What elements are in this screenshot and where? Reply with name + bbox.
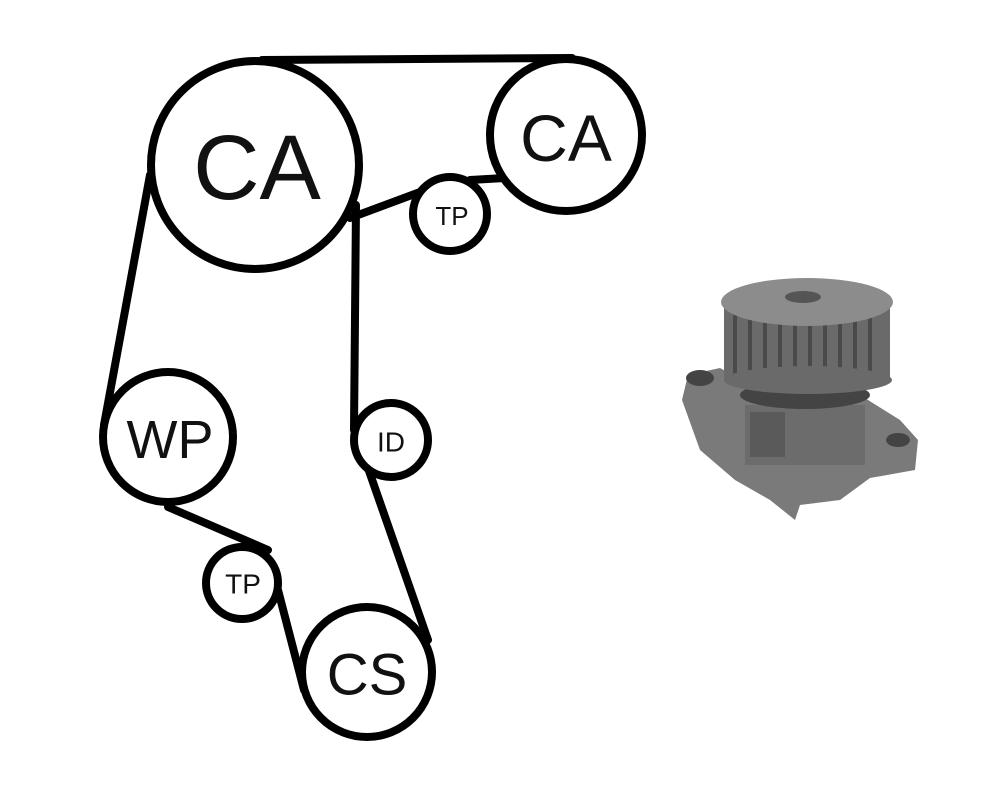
pulley-label: TP xyxy=(225,569,261,600)
pulley-label: CS xyxy=(327,643,408,708)
belt-segment-wp-tp xyxy=(164,503,272,554)
belt-segment-ca-tp xyxy=(346,188,424,222)
pulley-label: CA xyxy=(520,101,612,175)
timing-belt xyxy=(100,54,576,694)
pulley-water-pump: WP xyxy=(99,368,237,506)
pulley-cam-main: CA xyxy=(147,57,363,273)
pulley-label: ID xyxy=(377,427,405,458)
pulley-label: TP xyxy=(435,201,468,231)
pulley-label: WP xyxy=(127,410,214,470)
water-pump-image xyxy=(682,278,918,520)
pulley-label: CA xyxy=(193,117,321,219)
pulley-idler: ID xyxy=(350,399,432,481)
belt-segment-cs-id xyxy=(364,464,432,644)
belt-segment-id-ca xyxy=(350,201,360,434)
pulley-tensioner-top: TP xyxy=(409,173,491,255)
pulley-tensioner-bottom: TP xyxy=(202,543,282,623)
belt-segment-top xyxy=(258,54,576,64)
pulley-crankshaft: CS xyxy=(298,603,436,741)
pulley-cam-secondary: CA xyxy=(486,55,646,215)
belt-segment-left xyxy=(100,171,154,429)
